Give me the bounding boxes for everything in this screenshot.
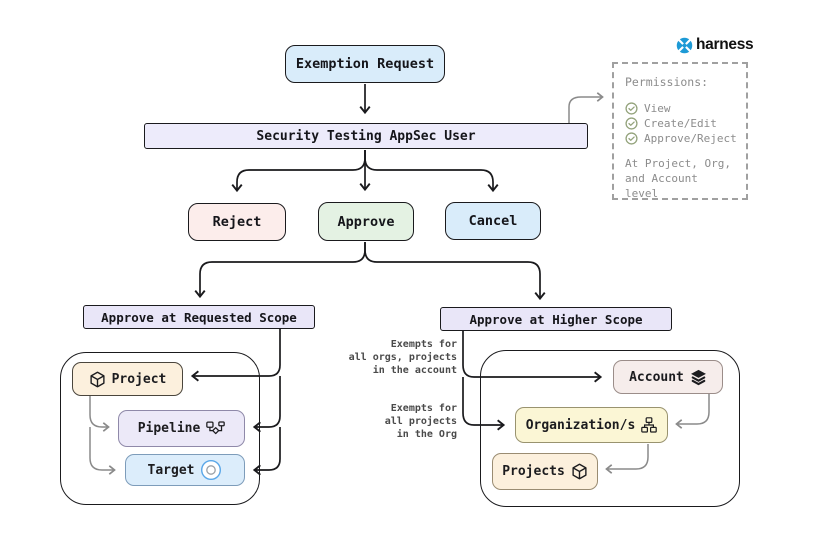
note-line: in the Org [396, 429, 457, 440]
note-line: Exempts for [390, 403, 457, 414]
target-node: Target [125, 454, 245, 486]
reject-label: Reject [212, 214, 262, 230]
permission-label: View [644, 102, 671, 115]
layers-icon [690, 369, 707, 386]
cancel-node: Cancel [445, 202, 541, 240]
footer-line: and Account level [625, 172, 698, 200]
exemption-request-label: Exemption Request [295, 56, 435, 72]
permissions-footer: At Project, Org, and Account level [625, 156, 737, 201]
target-icon [200, 459, 222, 481]
higher-scope-title: Approve at Higher Scope [440, 307, 672, 331]
cube-icon [89, 371, 106, 388]
permissions-panel: Permissions: View Create/Edit Approve/Re… [612, 62, 748, 200]
appsec-user-label: Security Testing AppSec User [256, 128, 476, 144]
check-circle-icon [625, 102, 638, 115]
pipeline-node: Pipeline [118, 410, 245, 447]
pipeline-label: Pipeline [137, 421, 201, 436]
note-line: all orgs, projects [348, 352, 457, 363]
harness-logo-icon [676, 37, 693, 54]
check-circle-icon [625, 117, 638, 130]
harness-logo: harness [676, 36, 754, 54]
appsec-user-node: Security Testing AppSec User [144, 123, 588, 149]
permission-item-create-edit: Create/Edit [625, 116, 737, 131]
check-circle-icon [625, 132, 638, 145]
cube-icon [571, 463, 588, 480]
project-label: Project [111, 371, 167, 387]
note-line: in the account [372, 365, 457, 376]
higher-scope-group [480, 350, 740, 507]
org-exemption-note: Exempts for all projects in the Org [302, 402, 457, 441]
approve-node: Approve [318, 202, 414, 241]
footer-line: At Project, Org, [625, 157, 731, 170]
permission-item-approve-reject: Approve/Reject [625, 131, 737, 146]
cancel-label: Cancel [468, 213, 518, 229]
target-label: Target [147, 462, 195, 478]
account-label: Account [629, 369, 684, 385]
org-chart-icon [641, 417, 658, 433]
permission-label: Approve/Reject [644, 132, 737, 145]
exemption-request-node: Exemption Request [285, 45, 445, 83]
permissions-title: Permissions: [625, 75, 709, 89]
approve-label: Approve [337, 213, 395, 230]
permission-item-view: View [625, 101, 737, 116]
harness-logo-text: harness [696, 36, 754, 53]
note-line: all projects [384, 416, 457, 427]
project-node: Project [72, 362, 183, 396]
note-line: Exempts for [390, 339, 457, 350]
organizations-node: Organization/s [515, 407, 668, 443]
permission-label: Create/Edit [644, 117, 717, 130]
account-exemption-note: Exempts for all orgs, projects in the ac… [302, 338, 457, 377]
projects-node: Projects [492, 453, 598, 490]
account-node: Account [613, 360, 723, 394]
reject-node: Reject [188, 203, 286, 241]
higher-scope-title-label: Approve at Higher Scope [469, 311, 643, 327]
pipeline-icon [206, 421, 226, 436]
requested-scope-title: Approve at Requested Scope [83, 305, 315, 329]
requested-scope-title-label: Approve at Requested Scope [101, 309, 297, 325]
projects-label: Projects [502, 464, 565, 479]
organizations-label: Organization/s [525, 417, 636, 433]
